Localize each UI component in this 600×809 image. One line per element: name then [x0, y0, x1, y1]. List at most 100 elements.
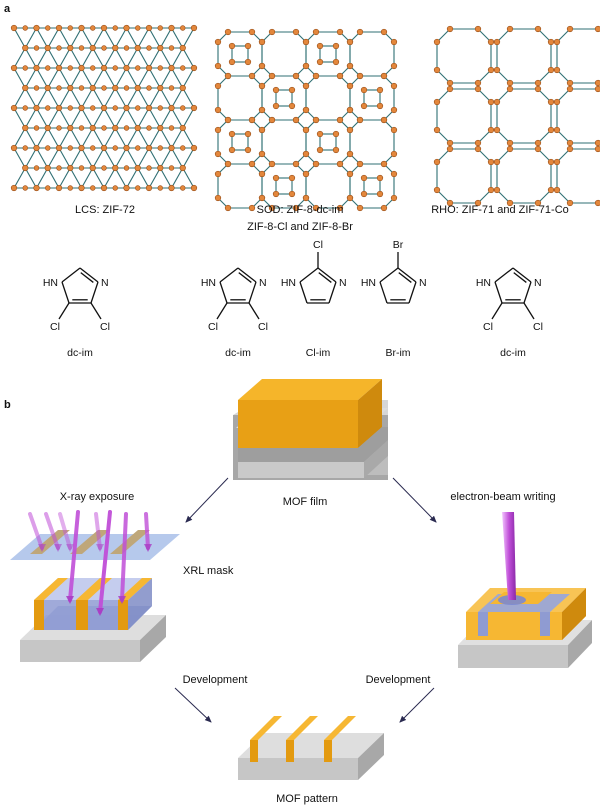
sod-edges [217, 31, 395, 209]
lcs-node [55, 184, 63, 192]
sod-node [316, 58, 324, 66]
n-label: N [259, 277, 267, 289]
lcs-node [100, 104, 108, 112]
lcs-node [123, 165, 130, 171]
molecule-name: dc-im [67, 347, 93, 359]
mof-film-label: MOF film [283, 496, 328, 508]
xray-beam-head [66, 544, 74, 552]
sod-node [346, 38, 354, 46]
sod-node [346, 82, 354, 90]
sod-node [380, 204, 388, 212]
sod-node [258, 170, 266, 178]
sod-node [336, 160, 344, 168]
lcs-node [180, 25, 186, 31]
sod-node [390, 150, 398, 158]
sod-node [302, 150, 310, 158]
lcs-node [67, 25, 73, 31]
sod-node [272, 86, 280, 94]
sod-node [302, 82, 310, 90]
sod-node [268, 72, 276, 80]
lcs-node [45, 145, 51, 151]
ebeam-writing-label: electron-beam writing [450, 491, 555, 503]
lcs-node [157, 124, 164, 132]
lcs-node [90, 25, 96, 31]
lcs-node [157, 105, 163, 111]
sod-node [302, 170, 310, 178]
lcs-node [134, 44, 141, 52]
mof-film-block [233, 379, 388, 480]
lcs-node [112, 84, 119, 92]
sod-node [224, 116, 232, 124]
sod-sublabel: ZIF-8-Cl and ZIF-8-Br [247, 221, 353, 233]
lcs-node [78, 45, 85, 51]
xray-beam [120, 512, 128, 602]
sod-node [292, 204, 300, 212]
lcs-node [45, 185, 51, 191]
lcs-node [67, 164, 74, 172]
sod-node [346, 194, 354, 202]
sod-node [376, 174, 384, 182]
lcs-node [89, 164, 96, 172]
lcs-node [168, 144, 175, 152]
lcs-node [100, 64, 108, 72]
cl-label: Cl [533, 321, 543, 333]
sod-node [272, 174, 280, 182]
molecule-name: Cl-im [306, 347, 331, 359]
lcs-node [56, 85, 62, 91]
lcs-node [45, 105, 51, 111]
sod-node [336, 116, 344, 124]
hn-label: HN [43, 277, 58, 289]
rho-node [493, 186, 501, 194]
panel-label-b: b [4, 399, 11, 411]
sod-node [272, 102, 280, 110]
rho-node [493, 98, 501, 106]
sod-node [248, 28, 256, 36]
sod-node [258, 82, 266, 90]
lcs-node [135, 25, 141, 31]
lcs-node [55, 24, 63, 32]
rho-node [493, 158, 501, 166]
lcs-node [180, 185, 186, 191]
lcs-node [123, 104, 130, 112]
hn-label: HN [281, 277, 296, 289]
lcs-node [146, 85, 152, 91]
lcs-node [134, 84, 141, 92]
sod-node [258, 106, 266, 114]
lcs-node [168, 165, 175, 171]
lcs-node [67, 105, 73, 111]
rho-node [446, 139, 454, 147]
sod-node [258, 194, 266, 202]
rho-node [446, 25, 454, 33]
sod-node [360, 174, 368, 182]
xray-beam-head [54, 544, 62, 552]
lcs-node [190, 144, 198, 152]
sod-node [258, 126, 266, 134]
sod-node [332, 58, 340, 66]
sod-node [390, 82, 398, 90]
sod-node [332, 146, 340, 154]
arrow-to-ebeam [392, 477, 437, 523]
sod-node [228, 42, 236, 50]
lcs-node [90, 145, 96, 151]
n-label: N [534, 277, 542, 289]
rho-node [506, 145, 514, 153]
rho-node [594, 79, 600, 87]
xray-beam-head [96, 544, 104, 552]
lcs-node [157, 164, 164, 172]
lcs-node [190, 104, 198, 112]
cl-label: Cl [258, 321, 268, 333]
lcs-node [145, 64, 153, 72]
sod-node [356, 72, 364, 80]
sod-node [272, 190, 280, 198]
rho-node [446, 145, 454, 153]
lcs-node [112, 164, 119, 172]
lcs-node [180, 145, 186, 151]
sod-node [360, 86, 368, 94]
sod-node [380, 116, 388, 124]
lcs-node [168, 125, 175, 131]
lcs-node [145, 24, 153, 32]
sod-node [346, 170, 354, 178]
lcs-node [157, 145, 163, 151]
xray-beam [98, 510, 112, 614]
